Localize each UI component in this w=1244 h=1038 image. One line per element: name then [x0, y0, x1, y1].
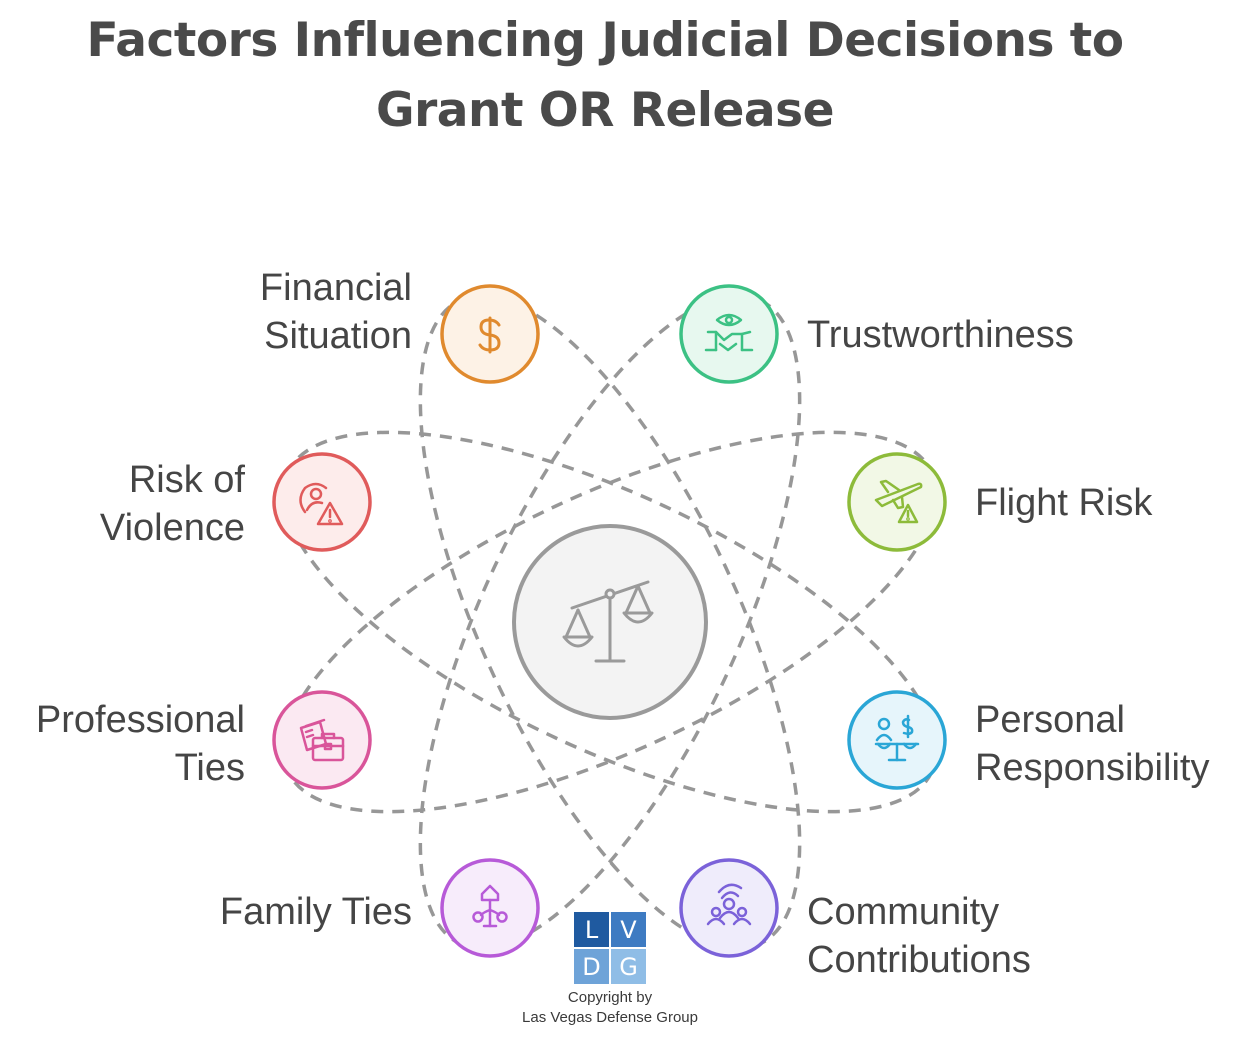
label-family-ties-line-1: Family Ties — [219, 891, 412, 933]
logo-cell-g: G — [611, 949, 646, 984]
node-community-contributions — [679, 858, 779, 958]
label-financial-situation-line-2: Situation — [264, 315, 412, 357]
label-financial-situation-line-1: Financial — [259, 267, 412, 309]
community-people-icon — [706, 883, 752, 926]
logo-block: L V D G Copyright by Las Vegas Defense G… — [510, 912, 710, 1028]
balance-scale-icon — [562, 580, 654, 663]
label-personal-responsibility-line-2: Responsibility — [975, 747, 1210, 789]
copyright-text: Copyright by Las Vegas Defense Group — [510, 988, 710, 1028]
label-personal-responsibility: Personal Responsibility — [975, 696, 1209, 792]
copyright-line-2: Las Vegas Defense Group — [522, 1009, 698, 1026]
label-professional-ties-line-2: Ties — [174, 747, 245, 789]
label-flight-risk-line-1: Flight Risk — [975, 482, 1153, 524]
label-community-contributions-line-2: Contributions — [807, 939, 1031, 981]
family-tree-icon — [472, 884, 508, 928]
handshake-eye-icon — [704, 313, 754, 352]
dollar-icon — [478, 316, 501, 354]
logo-cell-l: L — [574, 912, 609, 947]
page-title: Factors Influencing Judicial Decisions t… — [0, 6, 1210, 146]
label-risk-of-violence-line-1: Risk of — [128, 459, 245, 501]
copyright-line-1: Copyright by — [567, 989, 653, 1006]
node-flight-risk — [847, 452, 947, 552]
label-community-contributions: Community Contributions — [807, 888, 1031, 984]
node-trustworthiness — [679, 284, 779, 384]
label-flight-risk: Flight Risk — [975, 479, 1152, 527]
label-professional-ties-line-1: Professional — [35, 699, 245, 741]
person-warning-icon — [299, 482, 344, 526]
person-scale-icon — [874, 714, 920, 762]
logo-cell-d: D — [574, 949, 609, 984]
airplane-warning-icon — [874, 479, 923, 524]
node-personal-responsibility — [847, 690, 947, 790]
logo-cell-v: V — [611, 912, 646, 947]
title-line-1: Factors Influencing Judicial Decisions t… — [86, 13, 1124, 68]
label-professional-ties: Professional Ties — [36, 696, 245, 792]
briefcase-documents-icon — [299, 718, 345, 762]
label-risk-of-violence: Risk of Violence — [100, 456, 245, 552]
label-trustworthiness-line-1: Trustworthiness — [807, 314, 1074, 356]
node-financial-situation — [440, 284, 540, 384]
label-community-contributions-line-1: Community — [807, 891, 1000, 933]
node-risk-of-violence — [272, 452, 372, 552]
label-risk-of-violence-line-2: Violence — [99, 507, 245, 549]
label-trustworthiness: Trustworthiness — [807, 311, 1074, 359]
node-family-ties — [440, 858, 540, 958]
label-family-ties: Family Ties — [220, 888, 412, 936]
lvdg-logo: L V D G — [574, 912, 646, 984]
node-professional-ties — [272, 690, 372, 790]
label-personal-responsibility-line-1: Personal — [975, 699, 1125, 741]
label-financial-situation: Financial Situation — [260, 264, 412, 360]
center-node — [512, 524, 708, 720]
title-line-2: Grant OR Release — [376, 83, 834, 138]
